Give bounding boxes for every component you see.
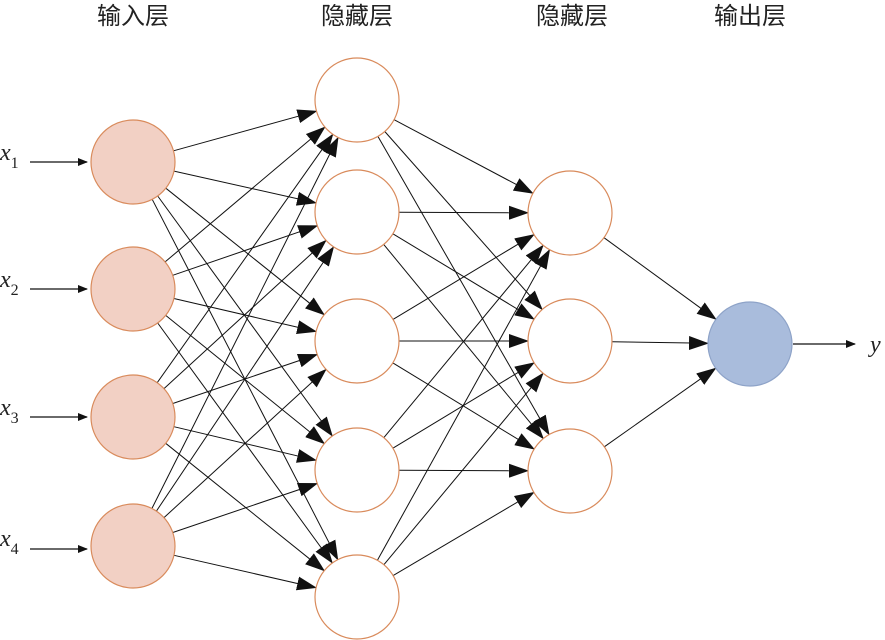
input-neuron-4 xyxy=(90,503,176,589)
edge-hidden-1-5-to-hidden-2-1 xyxy=(376,248,551,561)
edge-input-1-to-hidden-1-3 xyxy=(165,187,325,316)
hidden-1-neuron-2 xyxy=(314,169,400,255)
svg-text:x2: x2 xyxy=(0,267,19,299)
input-labels: x1 x2 x3 x4 xyxy=(0,140,19,558)
input-x4-var: x xyxy=(0,526,11,552)
svg-text:x1: x1 xyxy=(0,140,19,172)
edge-hidden-1-4-to-hidden-2-3 xyxy=(398,463,529,478)
hidden-1-neuron-4 xyxy=(314,427,400,513)
input-x1: x1 xyxy=(0,140,19,172)
input-x3-var: x xyxy=(0,395,11,421)
hidden-2-neuron-1 xyxy=(527,170,613,256)
edge-hidden-1-5-to-hidden-2-2 xyxy=(383,372,544,566)
input-arrows xyxy=(30,158,88,553)
input-layer-label: 输入层 xyxy=(97,2,169,30)
input-x2-var: x xyxy=(0,267,11,293)
connection-edges xyxy=(151,109,717,591)
edge-input-4-to-hidden-1-5 xyxy=(173,554,317,591)
edge-input-1-to-hidden-1-2 xyxy=(173,170,317,206)
input-x3: x3 xyxy=(0,395,19,427)
hidden-1-neuron-5 xyxy=(314,554,400,640)
edge-hidden-1-4-to-hidden-2-1 xyxy=(383,244,544,439)
edge-input-3-to-hidden-1-1 xyxy=(156,133,334,383)
edge-input-3-to-hidden-1-2 xyxy=(163,239,327,389)
edge-hidden-1-3-to-hidden-2-1 xyxy=(392,234,535,320)
edge-hidden-1-1-to-hidden-2-1 xyxy=(393,119,534,194)
hidden-layer-2-label: 隐藏层 xyxy=(536,2,608,30)
output-group: y xyxy=(793,332,881,358)
edge-hidden-1-1-to-hidden-2-2 xyxy=(384,131,543,311)
output-neuron-1 xyxy=(707,301,793,387)
input-x4: x4 xyxy=(0,526,19,558)
input-neuron-2 xyxy=(90,246,176,332)
output-y-label: y xyxy=(868,332,881,358)
edge-hidden-2-1-to-output-1 xyxy=(603,237,717,320)
hidden-2-neuron-2 xyxy=(527,298,613,384)
input-neuron-3 xyxy=(90,374,176,460)
hidden-2-neuron-3 xyxy=(527,428,613,514)
edge-hidden-1-5-to-hidden-2-3 xyxy=(392,491,535,577)
output-layer-label: 输出层 xyxy=(714,2,786,30)
input-neuron-1 xyxy=(90,119,176,205)
edge-hidden-2-3-to-output-1 xyxy=(604,367,717,448)
input-x2: x2 xyxy=(0,267,19,299)
edge-input-3-to-hidden-1-5 xyxy=(165,442,326,572)
edge-input-4-to-hidden-1-4 xyxy=(172,482,319,533)
neuron-nodes xyxy=(90,57,793,640)
edge-input-1-to-hidden-1-4 xyxy=(157,195,333,437)
input-x1-var: x xyxy=(0,140,11,166)
hidden-1-neuron-1 xyxy=(314,57,400,143)
edge-input-4-to-hidden-1-2 xyxy=(155,246,335,512)
edge-input-4-to-hidden-1-1 xyxy=(151,136,339,509)
edge-input-2-to-hidden-1-2 xyxy=(172,225,319,276)
layer-labels: 输入层 隐藏层 隐藏层 输出层 xyxy=(97,2,786,30)
edge-input-4-to-hidden-1-3 xyxy=(163,368,327,518)
input-x2-sub: 2 xyxy=(11,282,19,299)
edge-hidden-2-2-to-output-1 xyxy=(611,335,709,350)
edge-input-1-to-hidden-1-1 xyxy=(173,109,318,152)
edge-hidden-1-2-to-hidden-2-1 xyxy=(398,205,529,220)
input-x4-sub: 4 xyxy=(11,541,19,558)
edge-hidden-1-1-to-hidden-2-3 xyxy=(377,136,550,436)
svg-text:x4: x4 xyxy=(0,526,19,558)
hidden-layer-1-label: 隐藏层 xyxy=(321,2,393,30)
hidden-1-neuron-3 xyxy=(314,298,400,384)
svg-text:x3: x3 xyxy=(0,395,19,427)
input-x1-sub: 1 xyxy=(11,155,19,172)
input-x3-sub: 3 xyxy=(11,410,19,427)
edge-input-2-to-hidden-1-1 xyxy=(164,126,326,263)
